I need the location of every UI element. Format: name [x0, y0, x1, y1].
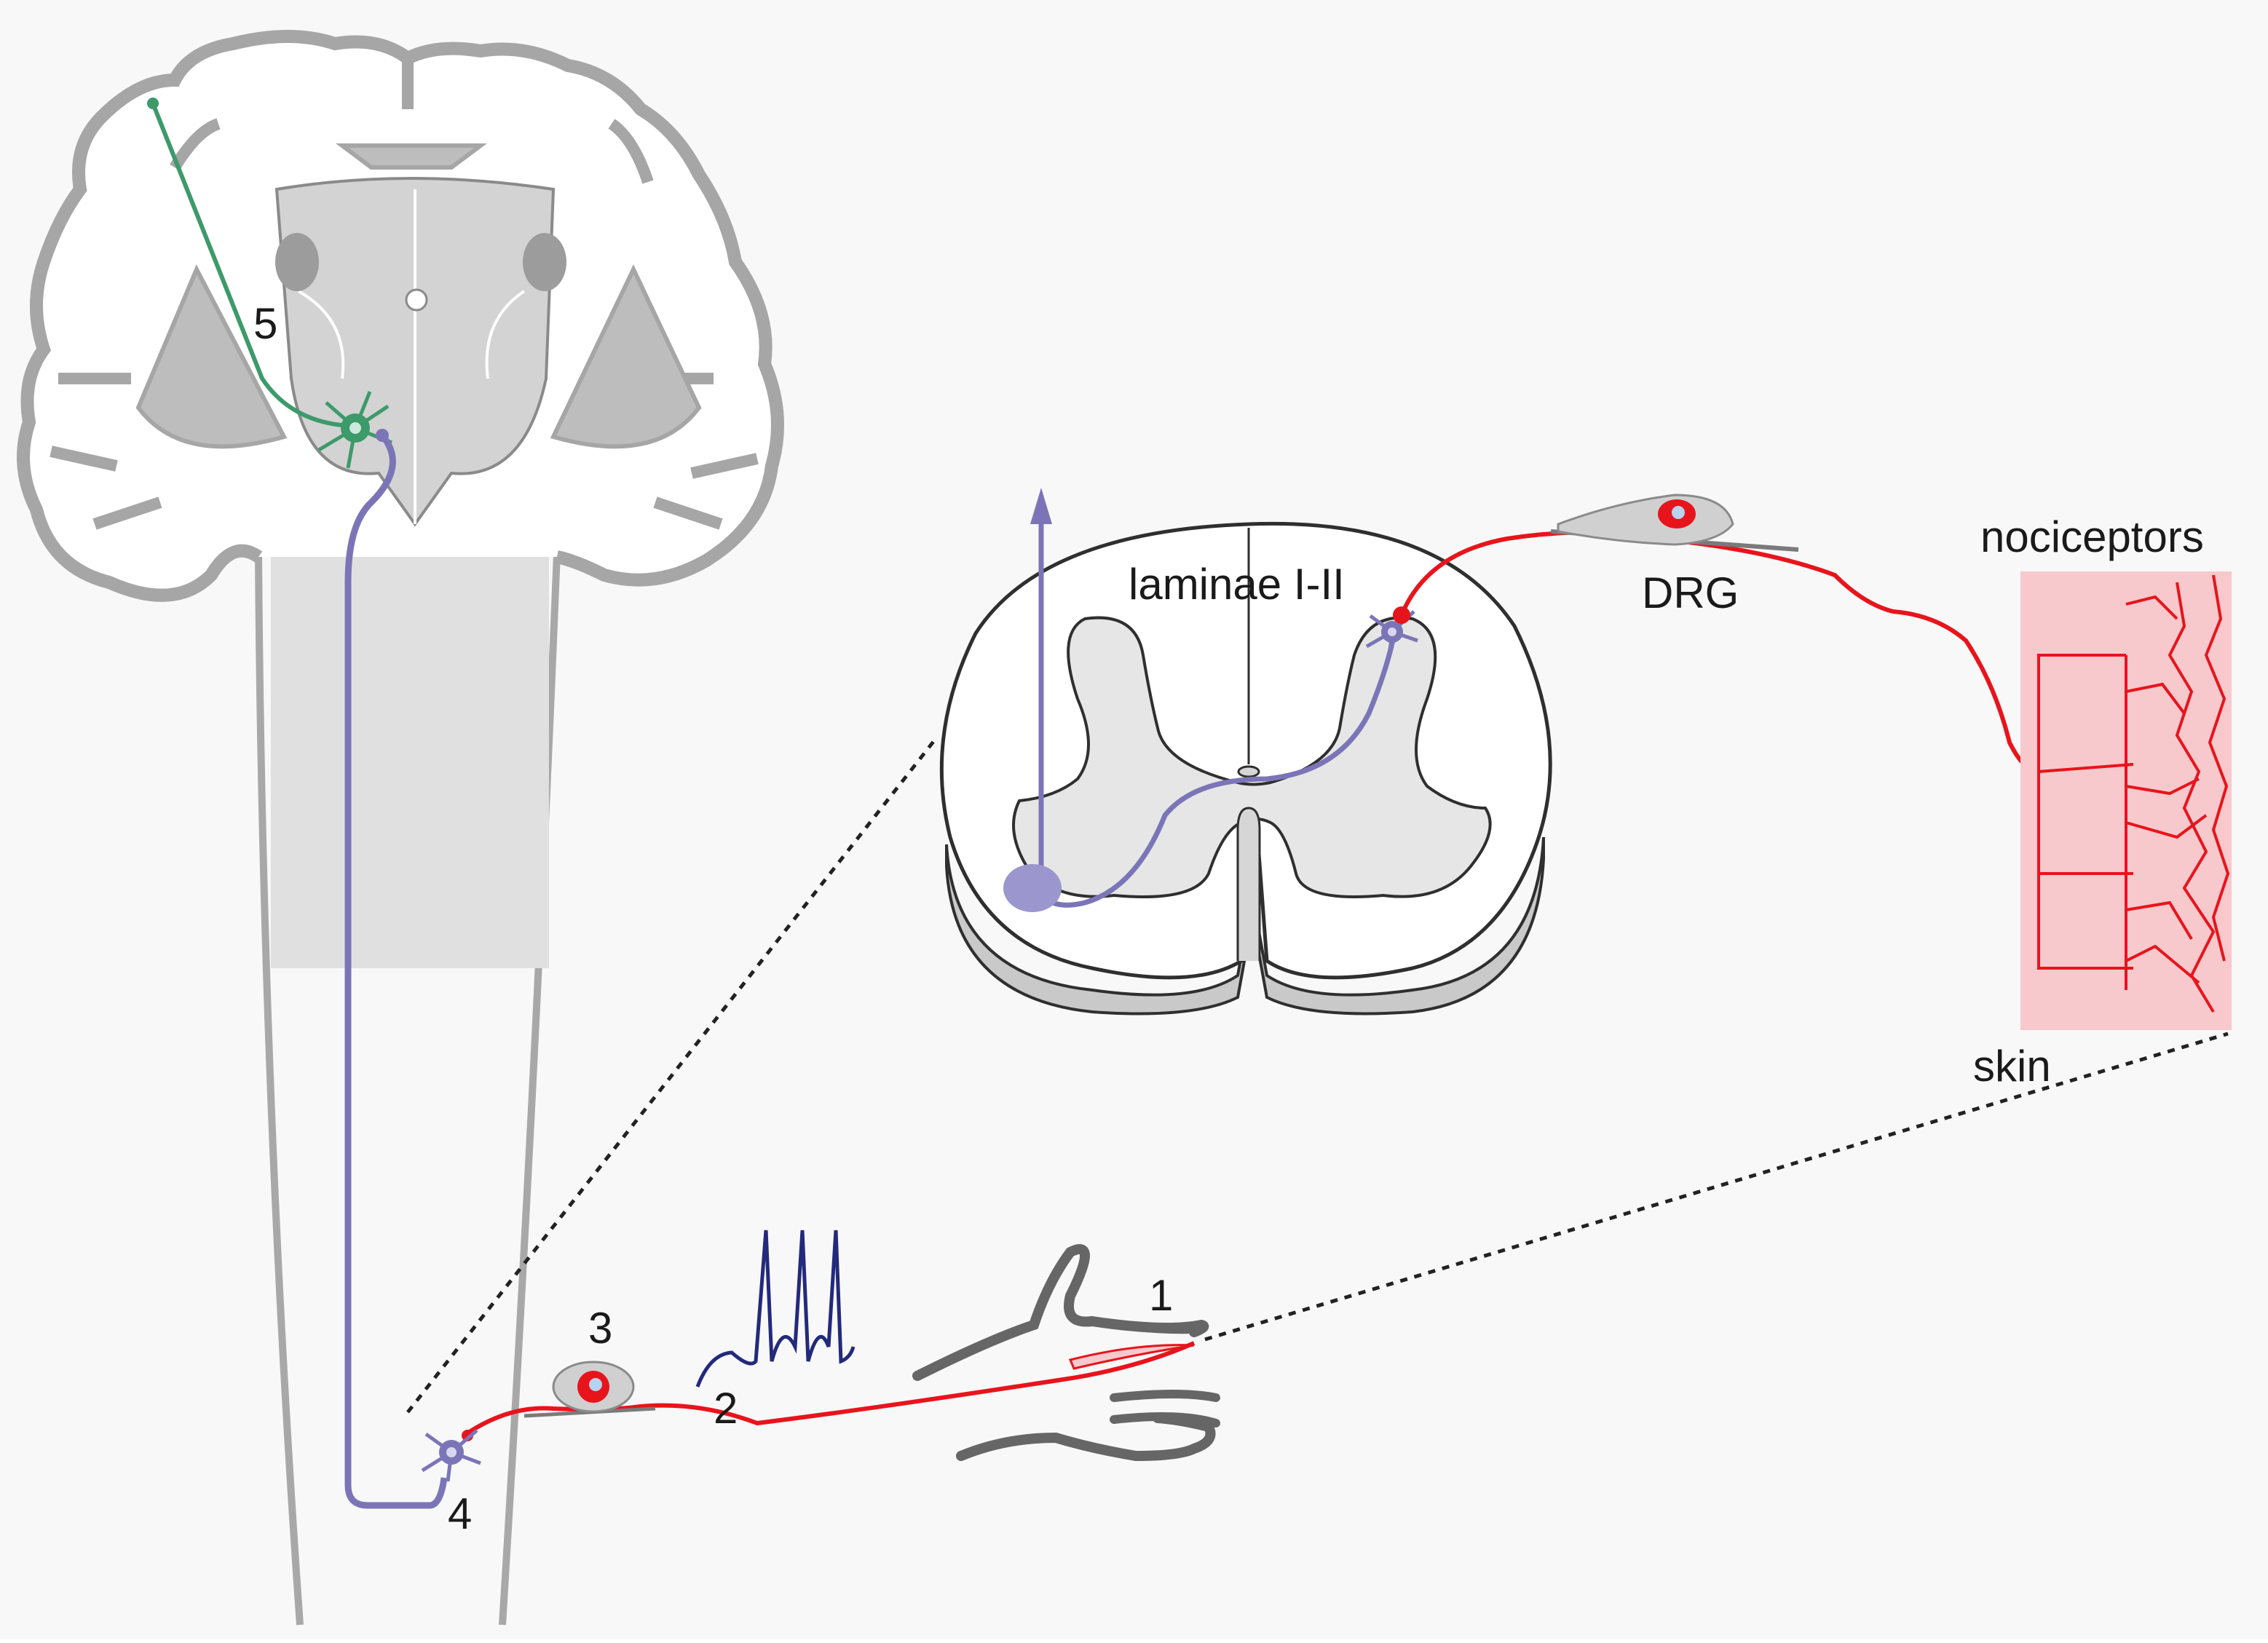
purple-axon: [344, 433, 448, 1509]
caudate-left: [275, 233, 319, 291]
spinothalamic-tract-blob: [1003, 864, 1062, 912]
nociceptor-branches: [2037, 574, 2230, 1013]
label-nociceptors: nociceptors: [1980, 512, 2204, 561]
label-laminae: laminae I-II: [1129, 560, 1345, 609]
ventral-fissure: [1236, 807, 1261, 961]
brain-coronal-section: [17, 30, 784, 1626]
label-drg: DRG: [1642, 569, 1739, 617]
zoom-line-left: [406, 737, 937, 1414]
cord-outer-shadow: [945, 836, 1545, 1016]
dorsal-horn-neuron-small: [421, 1429, 481, 1482]
finger-receptor: [1068, 1344, 1195, 1370]
drg-small: [523, 1361, 656, 1418]
zoom-line-right: [1204, 1032, 2229, 1342]
thalamic-neuron: [317, 391, 392, 469]
skin-panel: [2020, 571, 2232, 1030]
hand-fingers: [1088, 1317, 1220, 1428]
third-ventricle-ring: [405, 288, 428, 312]
drg-large-group: [1399, 494, 2039, 774]
drg-nucleus: [1672, 506, 1685, 519]
spinal-cord-section: [939, 488, 1552, 1016]
green-axon: [151, 102, 350, 428]
label-step-3: 3: [588, 1304, 612, 1353]
caudate-right: [523, 233, 566, 291]
action-potential-trace: [695, 1230, 856, 1387]
ventricle: [336, 143, 487, 170]
purple-ascending-axon: [1038, 510, 1397, 908]
left-striatum: [135, 264, 288, 449]
brainstem: [255, 553, 561, 1626]
central-canal: [1237, 765, 1260, 778]
thalamus-nuclei-lines: [298, 189, 526, 524]
spinothalamic-tract: [344, 429, 448, 1509]
right-striatum: [550, 264, 702, 449]
label-skin: skin: [1973, 1042, 2051, 1090]
purple-terminal-brain: [376, 429, 389, 442]
primary-afferent: [465, 1341, 1196, 1436]
label-step-1: 1: [1149, 1271, 1173, 1320]
afferent-to-cord: [1399, 530, 2039, 774]
dorsal-horn-neuron: [1365, 610, 1418, 658]
ascending-arrowhead: [1030, 488, 1052, 524]
label-step-2: 2: [714, 1384, 738, 1433]
label-step-5: 5: [253, 299, 277, 348]
cortical-projection: [147, 98, 392, 469]
green-terminal: [147, 98, 159, 109]
gray-matter: [1012, 616, 1492, 898]
label-step-4: 4: [448, 1489, 472, 1538]
brainstem-shaded-region: [271, 557, 549, 968]
peripheral-pathway: [406, 737, 2229, 1482]
